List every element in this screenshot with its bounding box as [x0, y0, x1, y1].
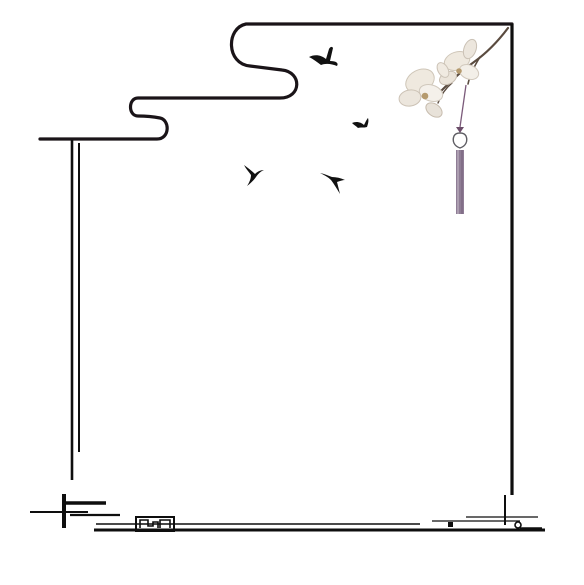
magnolia-flower	[398, 68, 444, 118]
magnolia-bud	[436, 38, 478, 78]
bud-petal	[462, 38, 478, 60]
tassel-knot	[456, 127, 464, 133]
flower-center	[421, 92, 429, 100]
magnolia-branch	[398, 26, 510, 118]
petal	[425, 102, 443, 118]
bird-icon	[320, 173, 345, 194]
bottom-end-circle	[514, 521, 522, 529]
left-frame-lines	[70, 140, 80, 480]
bottom-square-accent	[448, 522, 453, 527]
branch-stem	[434, 26, 510, 98]
tassel-pendant	[452, 132, 468, 149]
tassel-cord	[459, 84, 467, 128]
bottom-fret-pattern-2	[159, 519, 171, 528]
bud-petal	[436, 62, 450, 78]
bird-icon	[352, 118, 369, 128]
petal	[398, 89, 422, 107]
tassel-fringe	[456, 150, 464, 214]
bottom-ornate-border	[30, 494, 545, 532]
bird-icon	[244, 165, 264, 186]
bottom-fret-pattern	[139, 519, 159, 528]
top-cloud-border	[38, 22, 514, 141]
petal	[458, 64, 480, 80]
branch-stem-tertiary	[437, 82, 453, 104]
cloud-border-line	[38, 22, 514, 141]
bird-icon	[309, 46, 338, 66]
tassel-ornament	[452, 84, 468, 214]
birds-group	[244, 46, 369, 194]
flower-center	[456, 68, 462, 74]
bottom-pattern-block	[135, 516, 175, 532]
